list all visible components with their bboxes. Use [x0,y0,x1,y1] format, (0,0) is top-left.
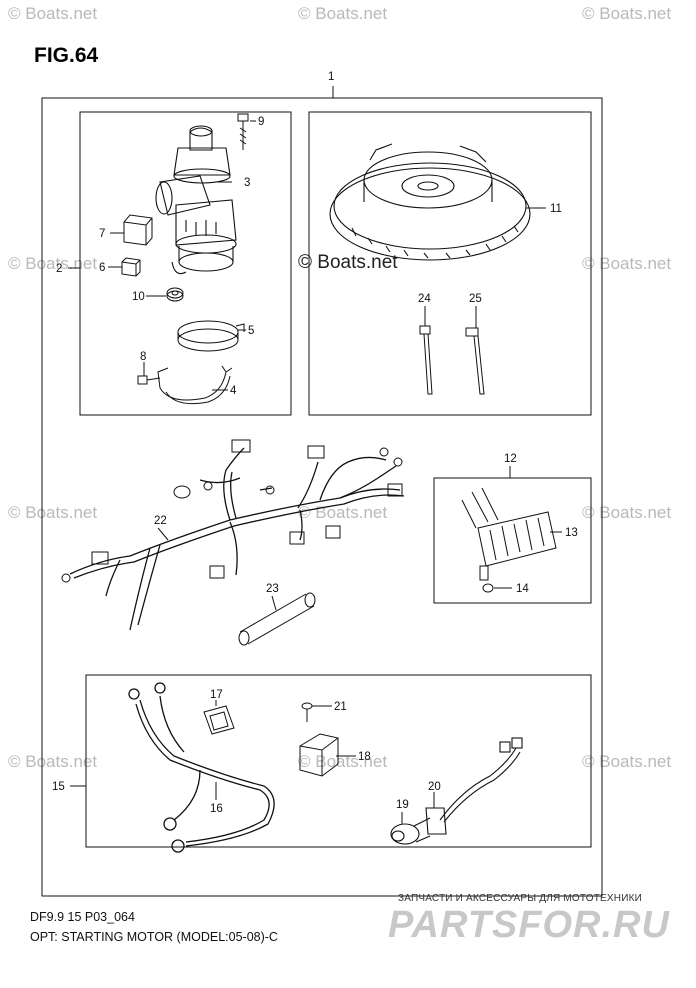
watermark: © Boats.net [298,4,388,23]
watermark: © Boats.net [298,752,388,771]
watermark: © Boats.net [8,752,98,771]
partsfor-logo: PARTSFOR.RU [388,904,670,946]
callout-1: 1 [328,71,334,83]
bracket-4 [157,365,233,405]
callout-5: 5 [248,325,254,337]
battery-cable-16 [128,682,275,853]
watermark: © Boats.net [8,503,98,522]
harness-connectors [61,439,403,583]
callout-3: 3 [244,177,250,189]
cable-tie-24 [419,325,433,395]
watermark: © Boats.net [582,503,672,522]
callout-11: 11 [550,203,562,215]
callout-6: 6 [99,262,105,274]
flywheel-box [308,111,592,416]
screw-21 [301,702,313,722]
callout-17: 17 [210,689,223,701]
callout-16: 16 [210,803,223,815]
rectifier-box [433,477,592,604]
watermark: © Boats.net [582,254,672,273]
callout-21: 21 [334,701,347,713]
figure-code: DF9.9 15 P03_064 [30,910,135,924]
key-switch-19-20 [390,737,523,845]
figure-caption: OPT: STARTING MOTOR (MODEL:05-08)-C [30,930,278,944]
watermark: © Boats.net [582,752,672,771]
callout-8: 8 [140,351,146,363]
bolt-9 [237,113,256,150]
logo-tagline: ЗАПЧАСТИ И АКСЕССУАРЫ ДЛЯ МОТОТЕХНИКИ [398,893,643,904]
callout-15: 15 [52,781,65,793]
callout-23: 23 [266,583,279,595]
flywheel-11 [329,143,531,261]
callout-14: 14 [516,583,529,595]
bolt-8 [137,375,161,385]
outer-frame [41,97,603,897]
callout-20: 20 [428,781,441,793]
relay-7 [123,214,153,246]
figure-title: FIG.64 [34,44,99,67]
callout-25: 25 [469,293,482,305]
callout-2: 2 [56,263,62,275]
watermark: © Boats.net [582,4,672,23]
holder-18 [299,733,339,777]
clip-17 [203,705,235,735]
callout-10: 10 [132,291,145,303]
callout-19: 19 [396,799,409,811]
callout-4: 4 [230,385,237,397]
rectifier-12 [461,487,557,593]
callout-13: 13 [565,527,578,539]
relay-6 [121,257,141,277]
callout-7: 7 [99,228,105,240]
band-5 [177,320,245,352]
callout-22: 22 [154,515,167,527]
callout-9: 9 [258,116,264,128]
watermark: © Boats.net [8,4,98,23]
nut-10 [166,287,184,302]
tube-23 [238,592,316,646]
watermark-center: © Boats.net [298,252,398,273]
callout-24: 24 [418,293,431,305]
starter-motor [155,125,237,275]
callout-18: 18 [358,751,371,763]
cable-tie-25 [465,327,485,395]
wire-harness-22 [69,447,405,631]
harness-box [85,674,592,848]
callout-12: 12 [504,453,517,465]
starter-box [79,111,292,416]
